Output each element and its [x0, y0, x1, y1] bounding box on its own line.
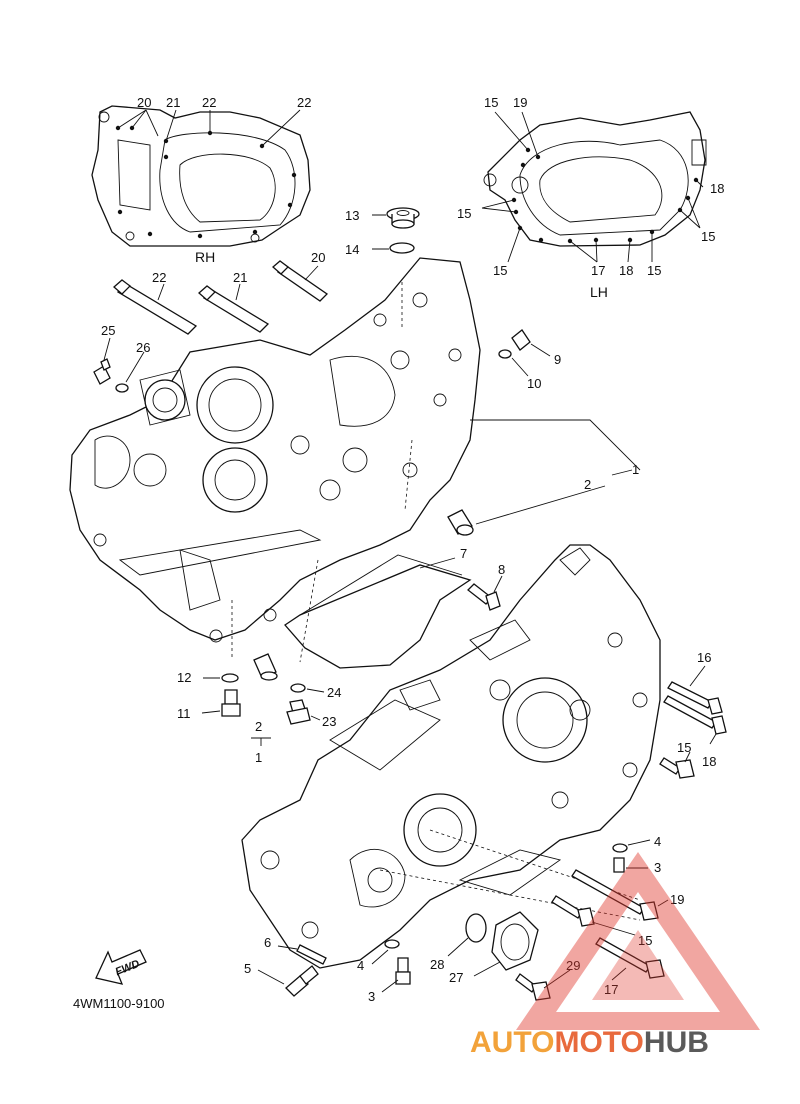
logo-text-auto: AUTO	[470, 1026, 554, 1059]
bolt-22	[113, 279, 198, 335]
callout-15-lower: 15	[638, 933, 652, 948]
bolt-20	[272, 260, 329, 302]
automotohub-watermark-logo: AUTOMOTOHUB	[470, 852, 760, 1059]
o-ring-28	[465, 913, 487, 943]
callout-11: 11	[177, 706, 191, 721]
callout-9: 9	[554, 352, 561, 367]
callout-lh-15d: 15	[493, 263, 507, 278]
callout-1-lower: 1	[255, 750, 262, 765]
bolt-16	[667, 681, 723, 715]
bolt-9	[511, 329, 531, 351]
callout-lh-17: 17	[591, 263, 605, 278]
callout-8: 8	[498, 562, 505, 577]
callout-15-right: 15	[677, 740, 691, 755]
bolt-5	[285, 965, 319, 997]
callout-3-left: 3	[368, 989, 375, 1004]
callout-lh-19: 19	[513, 95, 527, 110]
bolt-18	[663, 695, 727, 735]
callout-2-lower: 2	[255, 719, 262, 734]
callout-17: 17	[604, 982, 618, 997]
dowel-pin-2-lower	[253, 653, 278, 681]
dowel-pin-2-upper	[447, 509, 474, 536]
rh-case-outline	[91, 105, 311, 247]
lh-case-outline	[481, 111, 707, 263]
bolt-3-left	[395, 957, 411, 985]
cover-27	[491, 911, 539, 971]
callout-29: 29	[566, 958, 580, 973]
callout-22: 22	[152, 270, 166, 285]
callout-lh-15b: 15	[457, 206, 471, 221]
rh-view-label: RH	[195, 249, 215, 265]
washer-4-left	[384, 939, 400, 949]
bolt-25	[93, 358, 111, 385]
callout-26: 26	[136, 340, 150, 355]
logo-text-moto: MOTO	[554, 1026, 643, 1059]
bolt-15-right	[659, 757, 695, 779]
callout-4-right: 4	[654, 834, 661, 849]
callout-3-right: 3	[654, 860, 661, 875]
pin-6	[296, 944, 327, 965]
callout-lh-18b: 18	[619, 263, 633, 278]
bolt-17	[595, 937, 665, 979]
plug-13	[386, 207, 420, 229]
bolt-15-lower	[551, 895, 595, 927]
callout-23: 23	[322, 714, 336, 729]
lh-view-label: LH	[590, 284, 608, 300]
bolt-19	[571, 869, 659, 921]
washer-4-right	[612, 843, 628, 853]
callout-7: 7	[460, 546, 467, 561]
bolt-3-right	[613, 857, 625, 873]
callout-24: 24	[327, 685, 341, 700]
lower-crankcase	[241, 544, 661, 969]
callout-10: 10	[527, 376, 541, 391]
callout-19: 19	[670, 892, 684, 907]
callout-5: 5	[244, 961, 251, 976]
callout-25: 25	[101, 323, 115, 338]
callout-lh-15e: 15	[647, 263, 661, 278]
washer-24	[290, 683, 306, 693]
callout-lh-15c: 15	[701, 229, 715, 244]
callout-18: 18	[702, 754, 716, 769]
callout-2-upper: 2	[584, 477, 591, 492]
callout-16: 16	[697, 650, 711, 665]
callout-14: 14	[345, 242, 359, 257]
callout-21: 21	[233, 270, 247, 285]
callout-6: 6	[264, 935, 271, 950]
callout-lh-18a: 18	[710, 181, 724, 196]
callout-4-left: 4	[357, 958, 364, 973]
washer-26	[115, 383, 129, 393]
bolt-21	[198, 285, 270, 333]
upper-crankcase	[69, 257, 481, 643]
diagram-code: 4WM1100-9100	[73, 996, 165, 1011]
bolt-23	[286, 699, 311, 725]
callout-27: 27	[449, 970, 463, 985]
callout-1-upper: 1	[632, 462, 639, 477]
callout-rh-21: 21	[166, 95, 180, 110]
bolt-11	[221, 689, 241, 717]
callout-20: 20	[311, 250, 325, 265]
callout-rh-20: 20	[137, 95, 151, 110]
baffle-plate-7	[284, 554, 472, 669]
bolt-8	[467, 583, 501, 611]
svg-text:AUTOMOTOHUB: AUTOMOTOHUB	[470, 1026, 709, 1059]
logo-text-hub: HUB	[644, 1026, 709, 1059]
callout-rh-22a: 22	[202, 95, 216, 110]
callout-28: 28	[430, 957, 444, 972]
o-ring-14	[389, 242, 415, 254]
callout-rh-22b: 22	[297, 95, 311, 110]
callout-13: 13	[345, 208, 359, 223]
callout-lh-15a: 15	[484, 95, 498, 110]
fwd-arrow-icon	[95, 949, 147, 985]
washer-10	[498, 349, 512, 359]
callout-12: 12	[177, 670, 191, 685]
washer-12	[221, 673, 239, 683]
